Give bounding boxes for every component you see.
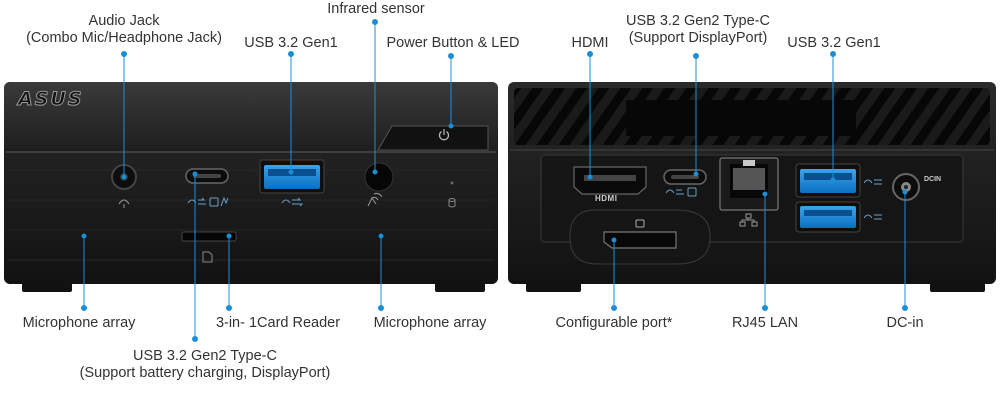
label-usb-c-rear: USB 3.2 Gen2 Type-C (Support DisplayPort… [625,13,770,46]
front-device [4,82,498,292]
rear-device [508,82,996,292]
label-card-reader: 3-in- 1Card Reader [215,315,341,331]
ss-usb-icon-rear [665,187,697,197]
label-audio-jack: Audio Jack (Combo Mic/Headphone Jack) [26,13,222,46]
callouts [81,19,908,342]
label-power-button: Power Button & LED [386,35,520,51]
label-hdmi: HDMI [571,35,609,51]
label-mic-array-right: Microphone array [373,315,487,331]
sd-card-icon [202,251,213,263]
headset-icon [118,199,130,208]
label-usb-c-front: USB 3.2 Gen2 Type-C (Support battery cha… [79,348,331,381]
network-icon [739,213,758,227]
infrared-sensor [364,162,394,192]
usb-a-port-rear-2 [795,201,861,233]
dc-in-port [892,173,920,201]
storage-icon [448,198,456,208]
label-dc-in: DC-in [886,315,924,331]
label-usb-gen1-front: USB 3.2 Gen1 [244,35,338,51]
hdmi-port-text: HDMI [595,194,618,203]
configurable-port [603,231,677,249]
displayport-icon [635,219,645,228]
hdmi-port [573,166,647,195]
ir-icon [367,192,383,207]
ss-usb-icon-2 [281,197,304,207]
label-infrared-sensor: Infrared sensor [327,1,425,17]
rj45-port [719,157,779,211]
usb-c-port-rear [663,169,707,185]
asus-logo: ASUS [18,88,84,111]
dcin-port-text: DCIN [924,176,942,183]
label-mic-array-left: Microphone array [22,315,136,331]
ss-usb-icon [187,196,229,207]
ss-usb-icon-rear-2 [863,179,882,220]
label-rj45: RJ45 LAN [731,315,799,331]
usb-a-port-rear-1 [795,163,861,198]
usb-c-port-front [185,168,229,184]
label-usb-gen1-rear: USB 3.2 Gen1 [787,35,881,51]
usb-a-port-front [259,159,325,194]
power-icon [438,129,450,141]
label-configurable-port: Configurable port* [555,315,673,331]
